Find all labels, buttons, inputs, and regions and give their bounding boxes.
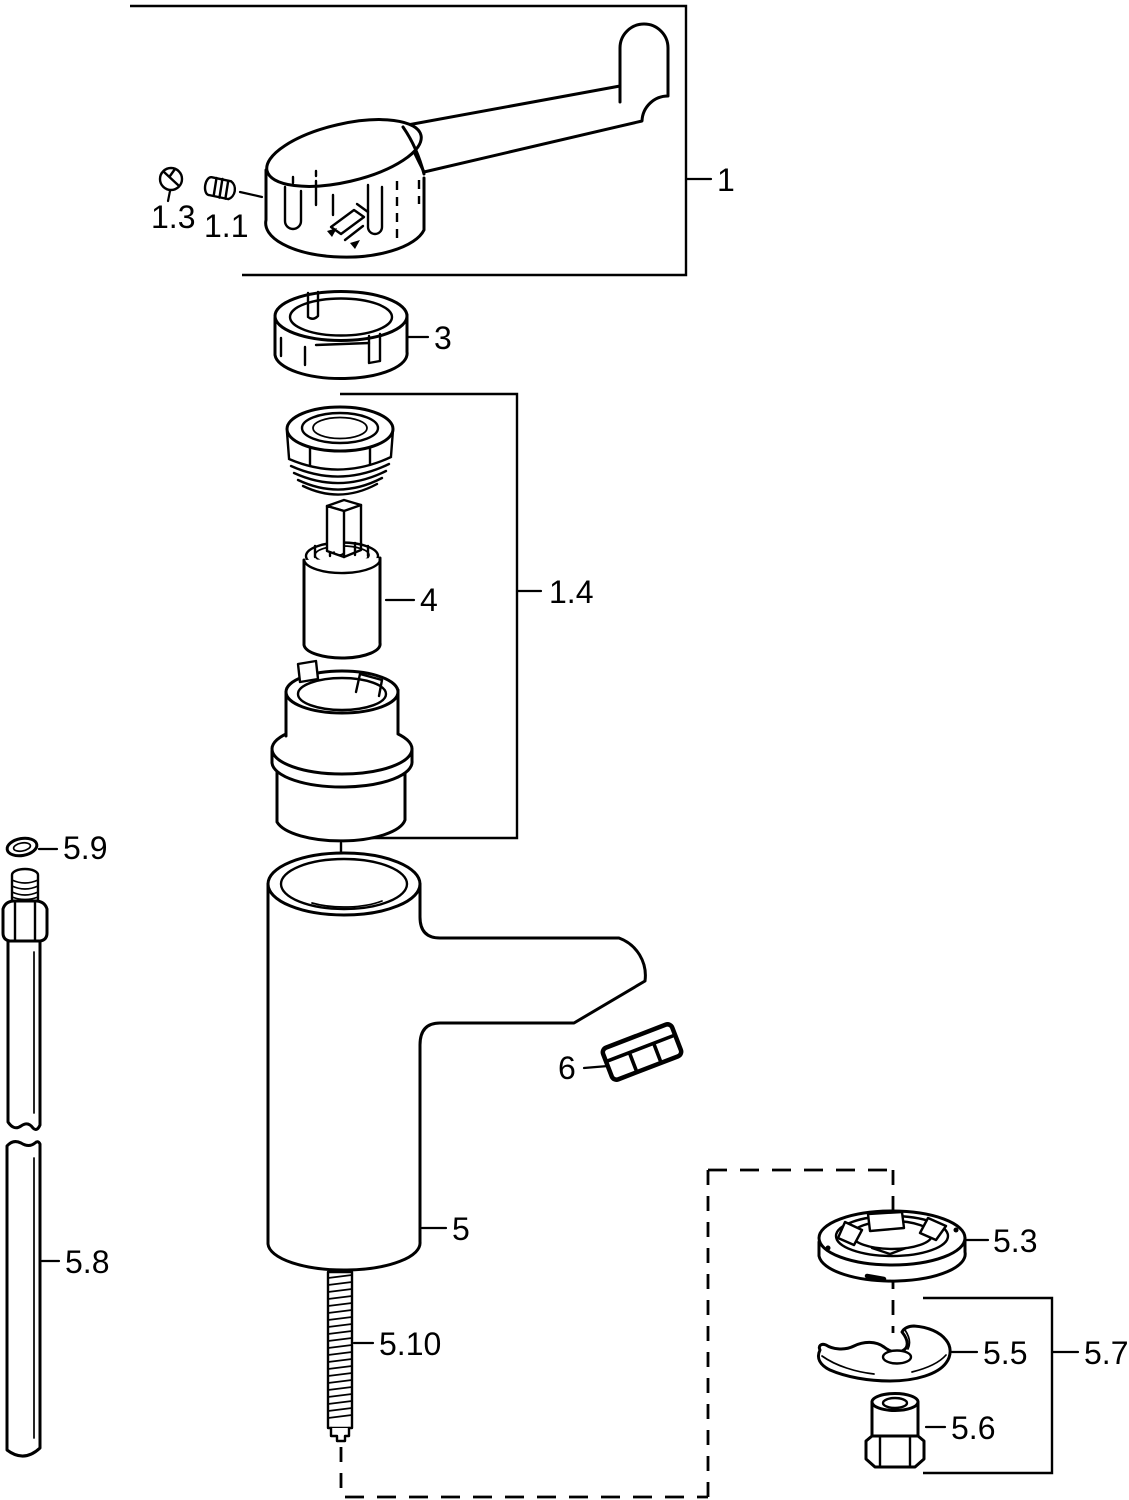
part-label-5-5: 5.5 (983, 1335, 1027, 1371)
part-label-6: 6 (558, 1050, 576, 1086)
part-label-5-10: 5.10 (379, 1326, 441, 1362)
handle-grub-screw-drawing (203, 176, 264, 201)
part-label-5-7: 5.7 (1084, 1335, 1128, 1371)
cartridge-kit-bracket (340, 392, 543, 840)
aerator-drawing (582, 1022, 684, 1082)
part-label-1-1: 1.1 (204, 208, 248, 244)
cartridge-cap-nut-drawing (285, 405, 395, 496)
mounting-kit-bracket (923, 1296, 1080, 1475)
part-label-1-3: 1.3 (151, 199, 195, 235)
part-label-1-4: 1.4 (549, 574, 593, 610)
part-label-5: 5 (452, 1211, 470, 1247)
part-label-1: 1 (717, 162, 735, 198)
cartridge-drawing (302, 498, 416, 660)
part-label-5-3: 5.3 (993, 1223, 1037, 1259)
part-label-5-6: 5.6 (951, 1410, 995, 1446)
handle-cap-internal-detail (283, 169, 421, 249)
mounting-washer-drawing (816, 1324, 979, 1383)
handle-plug-screw-drawing (158, 166, 184, 203)
lever-handle-drawing (264, 22, 670, 259)
mounting-flange-drawing (817, 1209, 990, 1283)
part-label-5-9: 5.9 (63, 830, 107, 866)
cartridge-adapter-drawing (270, 659, 414, 843)
part-label-4: 4 (420, 582, 438, 618)
faucet-body-drawing (266, 851, 647, 1272)
part-label-5-8: 5.8 (65, 1244, 109, 1280)
part-label-3: 3 (434, 320, 452, 356)
handle-assembly-bracket (130, 4, 713, 277)
mounting-nut-drawing (864, 1392, 947, 1469)
threaded-stud-drawing (326, 1270, 375, 1443)
retaining-ring-drawing (273, 290, 430, 381)
supply-pipe-drawing (1, 836, 61, 1458)
